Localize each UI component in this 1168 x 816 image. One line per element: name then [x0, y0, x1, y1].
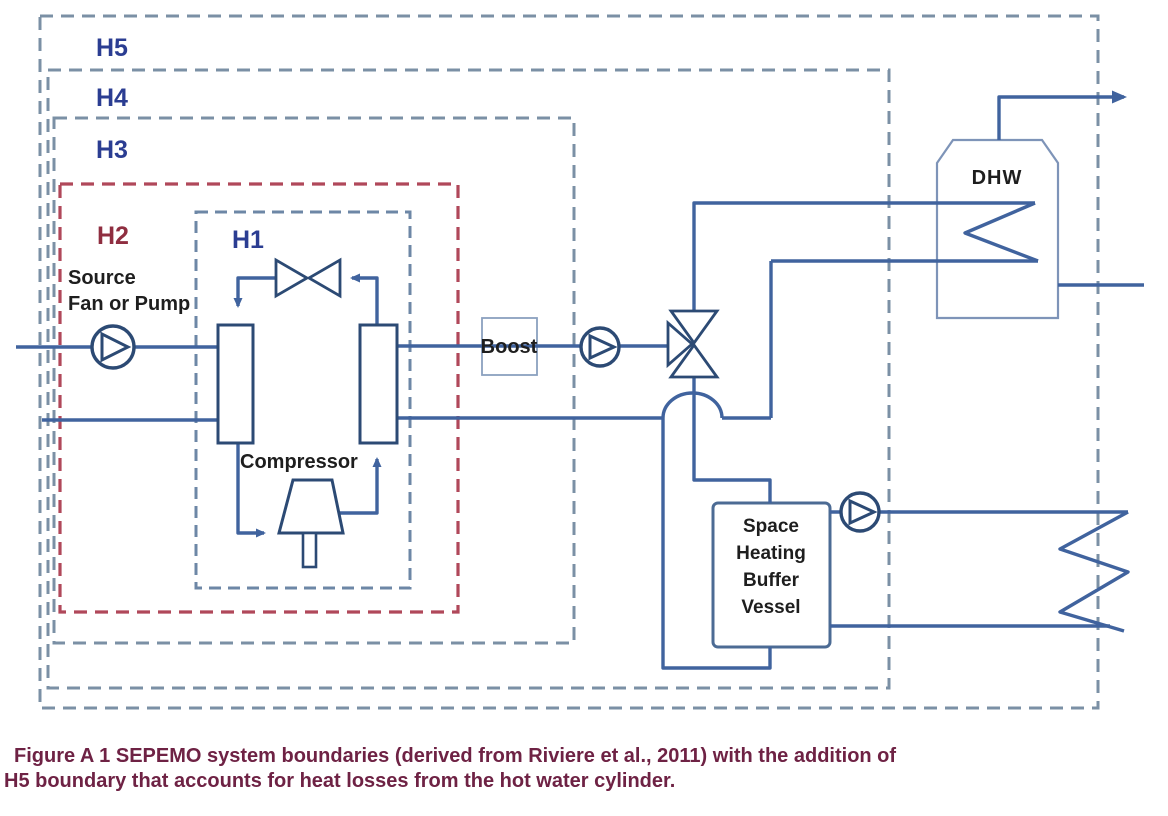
- pipe-vessel-return: [661, 418, 772, 670]
- boundary-h4: [46, 68, 891, 690]
- boundary-label-h5: H5: [96, 34, 128, 62]
- source-pump-icon: [90, 324, 136, 370]
- boost-label: Boost: [481, 336, 538, 358]
- source-label-line2: Fan or Pump: [68, 293, 190, 315]
- expansion-valve-icon: [274, 257, 342, 299]
- boundary-label-h1: H1: [232, 226, 264, 254]
- space-heating-pump-icon: [839, 491, 881, 533]
- pipe-dhw-outlet-arrow: [997, 90, 1127, 140]
- boundary-h5: [38, 14, 1100, 710]
- pipe-condenser-to-valve: [350, 273, 379, 325]
- circulation-pump-icon: [579, 326, 621, 368]
- dhw-cylinder: [935, 138, 1060, 320]
- caption-line1: Figure A 1 SEPEMO system boundaries (der…: [14, 745, 897, 767]
- source-label-line1: Source: [68, 267, 136, 289]
- evaporator: [216, 323, 255, 445]
- boundary-h1: [194, 210, 412, 590]
- compressor-icon: [277, 478, 345, 569]
- system-diagram: H5 H4 H3 H2 H1 Source Fan or Pump Compre…: [16, 14, 1144, 710]
- boundary-h2: [58, 182, 460, 614]
- figure-caption: Figure A 1 SEPEMO system boundaries (der…: [0, 744, 1168, 794]
- pipe-evaporator-to-compressor: [236, 443, 266, 538]
- boundary-label-h2: H2: [97, 222, 129, 250]
- vessel-label-line3: Buffer: [743, 570, 800, 591]
- dhw-label: DHW: [972, 167, 1023, 189]
- condenser: [358, 323, 399, 445]
- vessel-label-line2: Heating: [736, 543, 806, 564]
- vessel-label-line1: Space: [743, 516, 799, 537]
- radiator-coil-icon: [1058, 510, 1130, 633]
- vessel-label-line4: Vessel: [741, 597, 800, 618]
- three-way-valve-icon: [666, 309, 720, 379]
- caption-line2: H5 boundary that accounts for heat losse…: [4, 770, 676, 792]
- boundary-label-h3: H3: [96, 136, 128, 164]
- pipe-valve-to-evaporator: [233, 276, 276, 308]
- pipe-valve-to-dhw-coil: [692, 201, 1035, 311]
- pipe-valve-to-vessel: [692, 377, 772, 503]
- boundary-h3: [52, 116, 576, 645]
- dhw-coil-icon: [963, 201, 1039, 263]
- compressor-label: Compressor: [240, 451, 358, 473]
- boundary-label-h4: H4: [96, 84, 128, 112]
- pipe-compressor-to-condenser: [338, 457, 382, 515]
